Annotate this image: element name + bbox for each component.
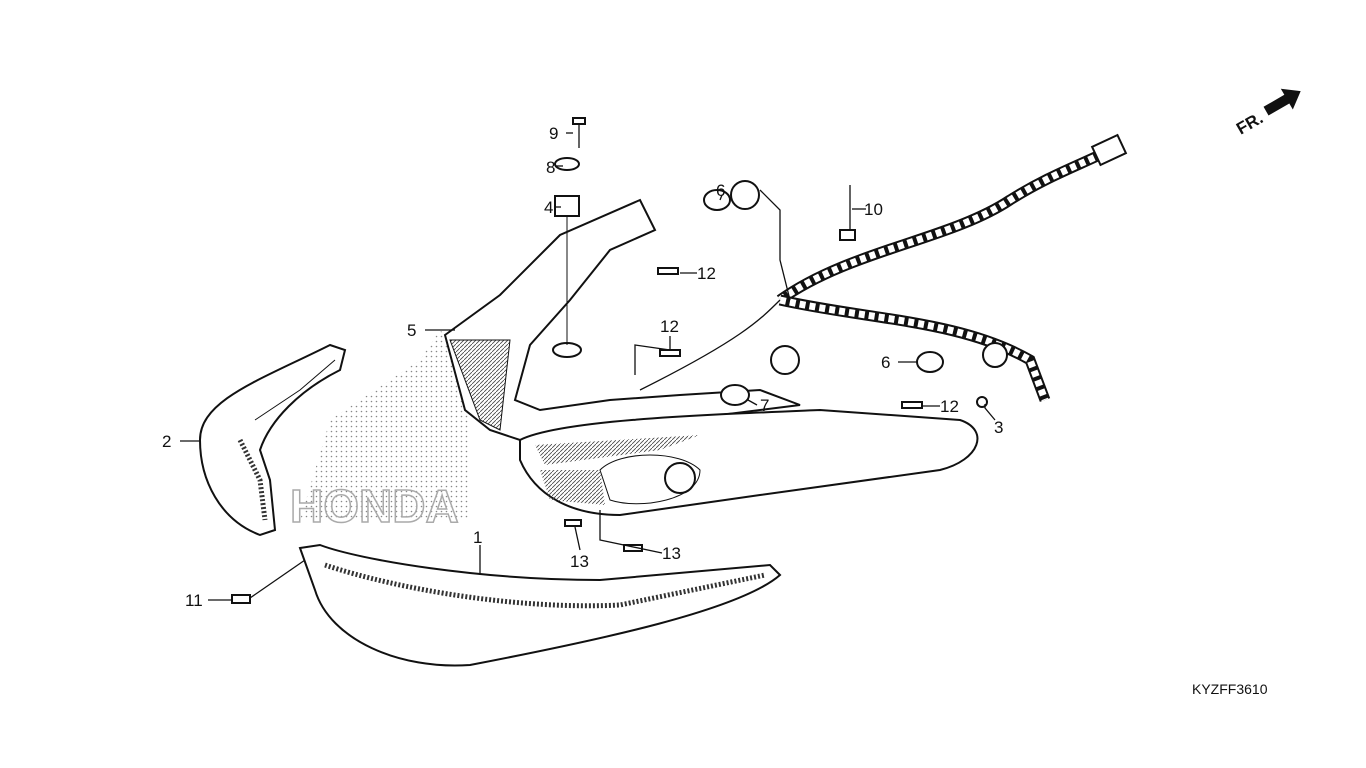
callout-labels: 9 8 4 6 10 12 12 5 6 7 12 3 2 1 13 13 11	[162, 124, 1003, 610]
callout-12: 12	[660, 317, 679, 336]
arrow-right-icon	[1263, 88, 1301, 116]
callout-3: 3	[994, 418, 1003, 437]
part-2-side-cover	[198, 343, 347, 537]
part-5-housing	[443, 198, 801, 442]
callout-5: 5	[407, 321, 416, 340]
callout-9: 9	[549, 124, 558, 143]
fr-label: FR.	[1233, 108, 1266, 138]
callout-6: 6	[716, 181, 725, 200]
callout-13: 13	[570, 552, 589, 571]
callout-13: 13	[662, 544, 681, 563]
callout-2: 2	[162, 432, 171, 451]
callout-11: 11	[185, 591, 203, 610]
logo-text: HONDA	[290, 480, 459, 532]
wire-harness	[639, 133, 1128, 402]
callout-12: 12	[697, 264, 716, 283]
callout-10: 10	[864, 200, 883, 219]
callout-8: 8	[546, 158, 555, 177]
callout-4: 4	[544, 198, 553, 217]
callout-6: 6	[881, 353, 890, 372]
small-parts	[231, 117, 988, 604]
callout-1: 1	[473, 528, 482, 547]
leader-lines	[180, 132, 996, 601]
tail-light-lens	[519, 408, 979, 517]
part-code: KYZFF3610	[1192, 681, 1268, 697]
callout-7: 7	[760, 396, 769, 415]
part-1-lower-cover	[298, 543, 782, 667]
front-direction-indicator: FR.	[1233, 88, 1301, 139]
honda-logo-watermark: HONDA	[289, 330, 470, 533]
callout-12: 12	[940, 397, 959, 416]
